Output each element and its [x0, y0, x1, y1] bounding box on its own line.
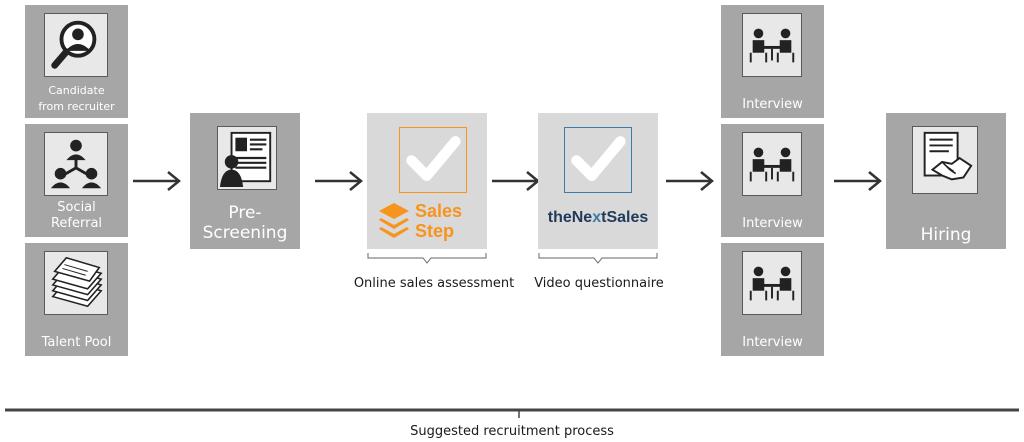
salesstep-tile: Sales Step: [367, 113, 487, 249]
interview-label-3: Interview: [742, 335, 803, 350]
handshake-contract-icon: [912, 126, 978, 194]
paper-stack-icon: [44, 251, 108, 315]
interview-box-3: Interview: [721, 243, 824, 356]
checkmark-icon: [564, 127, 632, 193]
source-label-talent-pool: Talent Pool: [41, 335, 112, 350]
hiring-label: Hiring: [920, 225, 972, 245]
salesstep-logo-icon: [379, 203, 409, 238]
nextsales-caption: Video questionnaire: [534, 276, 664, 291]
network-people-icon: [44, 132, 108, 196]
footer-divider: [5, 408, 1019, 418]
flow-arrow-icon: [666, 171, 714, 191]
source-box-social-referral: Social Referral: [25, 124, 128, 237]
flow-arrow-icon: [133, 171, 181, 191]
source-label-social-referral: Social Referral: [50, 200, 103, 231]
prescreening-label: Pre- Screening: [202, 203, 288, 243]
flow-arrow-icon: [315, 171, 363, 191]
nextsales-tile: theNextSales: [538, 113, 658, 249]
search-person-icon: [44, 13, 108, 77]
meeting-icon: [742, 13, 802, 77]
interview-box-1: Interview: [721, 5, 824, 118]
checkmark-icon: [399, 127, 467, 193]
interview-label-1: Interview: [742, 97, 803, 112]
nextsales-brand: theNextSales: [547, 209, 649, 226]
flow-arrow-icon: [834, 171, 882, 191]
prescreening-box: Pre- Screening: [190, 113, 300, 249]
resume-icon: [217, 126, 277, 190]
salesstep-caption: Online sales assessment: [353, 276, 515, 291]
salesstep-brace: [367, 253, 487, 264]
source-box-candidate: Candidate from recruiter: [25, 5, 128, 118]
source-box-talent-pool: Talent Pool: [25, 243, 128, 356]
hiring-box: Hiring: [886, 113, 1006, 249]
footer-caption: Suggested recruitment process: [410, 424, 614, 439]
meeting-icon: [742, 251, 802, 315]
interview-box-2: Interview: [721, 124, 824, 237]
meeting-icon: [742, 132, 802, 196]
interview-label-2: Interview: [742, 216, 803, 231]
nextsales-brace: [538, 253, 658, 264]
source-label-candidate: Candidate from recruiter: [38, 84, 115, 113]
flow-arrow-icon: [492, 171, 540, 191]
salesstep-brand: Sales Step: [415, 201, 463, 241]
